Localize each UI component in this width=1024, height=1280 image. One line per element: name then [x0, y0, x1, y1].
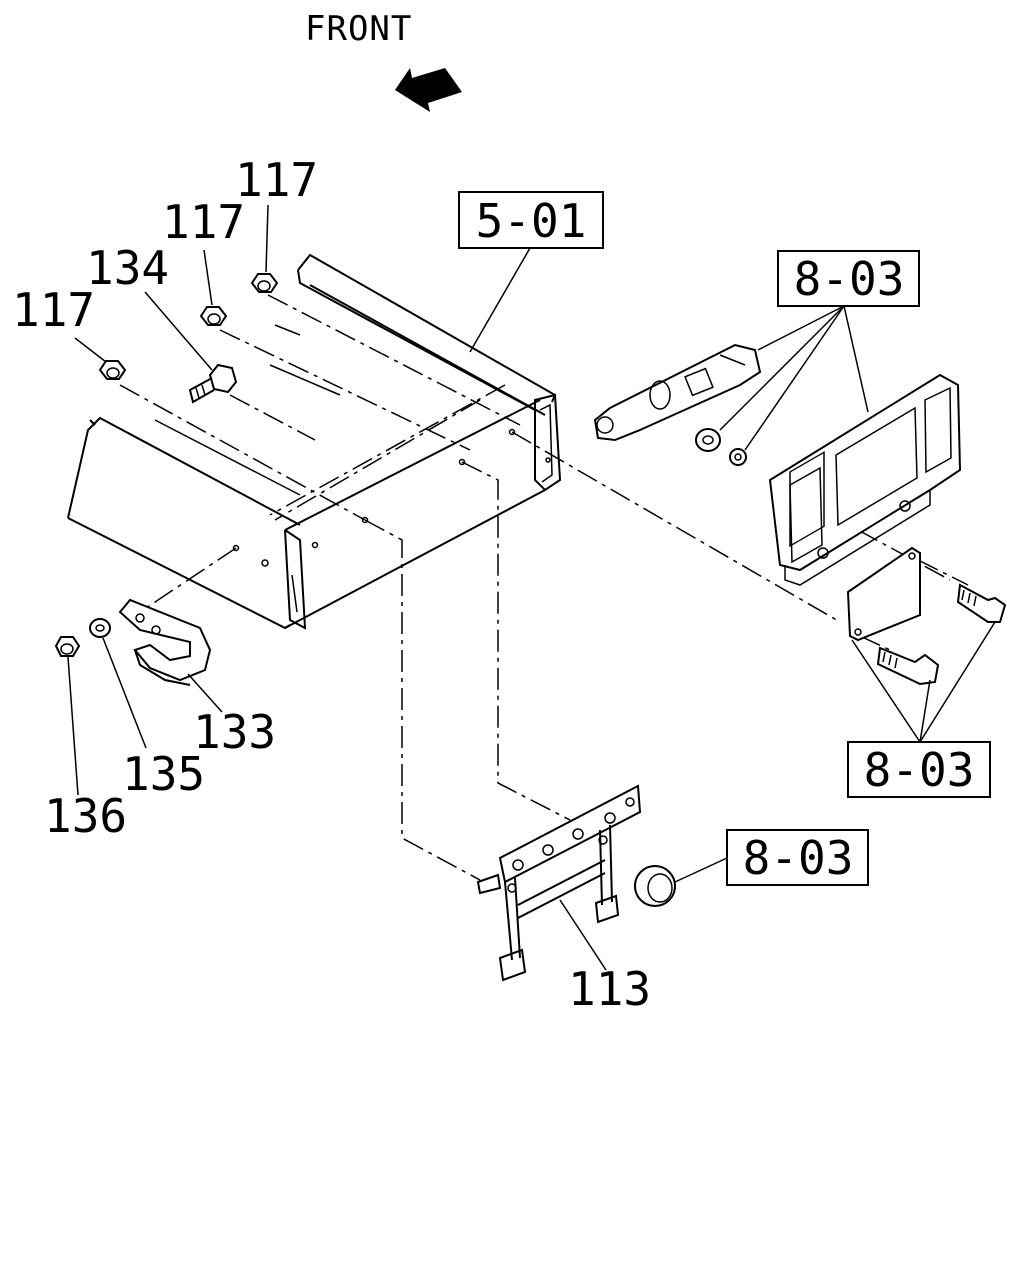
small-nut [695, 428, 721, 452]
screw-lower [876, 646, 940, 686]
ref-label-5-01: 5-01 [476, 194, 587, 248]
ref-label-8-03-bottom: 8-03 [743, 831, 854, 885]
callout-134: 134 [86, 241, 213, 371]
lamp-bracket [593, 343, 762, 442]
assembly-lines [119, 294, 969, 881]
nut-136 [54, 636, 81, 657]
small-washer [729, 448, 747, 466]
callout-117-b: 117 [162, 195, 245, 306]
ref-box-5-01: 5-01 [458, 191, 604, 353]
rear-lamp [768, 373, 962, 586]
license-bracket-113 [476, 784, 642, 982]
frame-crossmember [67, 253, 562, 630]
callout-label-133: 133 [193, 705, 276, 759]
callout-117-c: 117 [12, 283, 107, 363]
front-arrow-icon [395, 68, 462, 112]
callout-label-117-c: 117 [12, 283, 95, 337]
screw-upper [956, 583, 1007, 623]
ref-box-8-03-right: 8-03 [847, 621, 996, 798]
ref-box-8-03-bottom: 8-03 [674, 829, 869, 886]
mounting-plate [846, 546, 921, 642]
callout-label-134: 134 [86, 241, 169, 295]
callout-label-113: 113 [568, 962, 651, 1016]
callout-135: 135 [102, 637, 205, 801]
front-indicator: FRONT [305, 9, 462, 112]
callout-117-a: 117 [235, 153, 318, 273]
callout-label-136: 136 [44, 789, 127, 843]
callout-label-117-a: 117 [235, 153, 318, 207]
nut-117-b [199, 306, 228, 326]
grommet [634, 865, 676, 907]
front-label: FRONT [305, 9, 412, 49]
nut-117-c [98, 360, 127, 380]
ref-label-8-03-top: 8-03 [794, 252, 905, 306]
callout-label-135: 135 [122, 747, 205, 801]
callout-133: 133 [187, 673, 276, 759]
callout-113: 113 [559, 899, 651, 1016]
nut-117-a [250, 273, 279, 293]
tow-hook-133 [118, 598, 212, 686]
bolt-134 [188, 363, 238, 404]
callout-label-117-b: 117 [162, 195, 245, 249]
ref-label-8-03-right: 8-03 [864, 743, 975, 797]
washer-135 [89, 618, 111, 638]
callout-136: 136 [44, 656, 127, 843]
ref-box-8-03-top: 8-03 [719, 250, 920, 451]
